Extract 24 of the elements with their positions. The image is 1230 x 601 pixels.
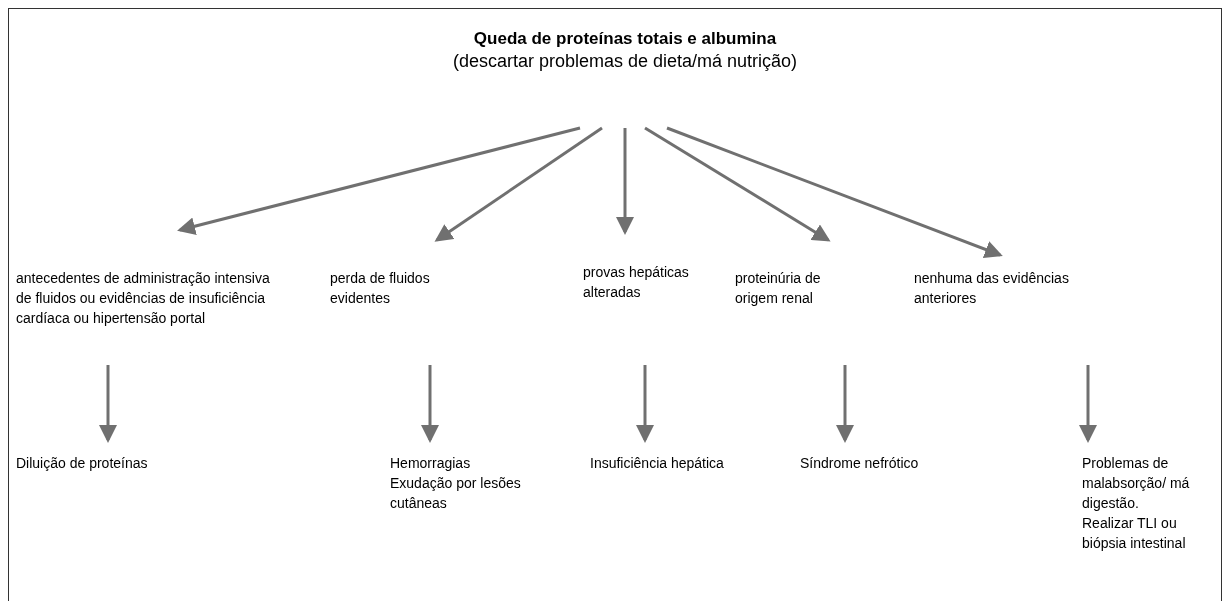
arrow bbox=[616, 128, 634, 235]
arrow bbox=[836, 365, 854, 443]
arrow bbox=[99, 365, 117, 443]
node-text: Realizar TLI ou biópsia intestinal bbox=[1082, 514, 1187, 553]
node-text: proteinúria de origem renal bbox=[735, 269, 822, 308]
arrow bbox=[666, 126, 1003, 259]
arrow bbox=[636, 365, 654, 443]
arrow bbox=[644, 126, 831, 242]
node-text: nenhuma das evidências anteriores bbox=[914, 269, 1070, 308]
node-text: Hemorragias bbox=[390, 454, 472, 473]
arrow bbox=[177, 126, 581, 235]
node-text: antecedentes de administração intensiva de fluidos ou evidências de insuficiência cardíaca ou hipertensão portal bbox=[16, 269, 271, 328]
node-text: Problemas de malabsorção/ má digestão. bbox=[1082, 454, 1191, 513]
title-text: Queda de proteínas totais e albumina bbox=[473, 28, 777, 50]
node-text: provas hepáticas alteradas bbox=[583, 263, 690, 302]
arrow bbox=[421, 365, 439, 443]
arrow bbox=[1079, 365, 1097, 443]
node-text: perda de fluidos evidentes bbox=[330, 269, 431, 308]
node-text: Insuficiência hepática bbox=[590, 454, 725, 473]
node-text: Exudação por lesões cutâneas bbox=[390, 474, 522, 513]
arrow bbox=[434, 126, 603, 242]
subtitle-text: (descartar problemas de dieta/má nutrição) bbox=[452, 50, 798, 72]
node-text: Síndrome nefrótico bbox=[800, 454, 920, 473]
node-text: Diluição de proteínas bbox=[16, 454, 149, 473]
